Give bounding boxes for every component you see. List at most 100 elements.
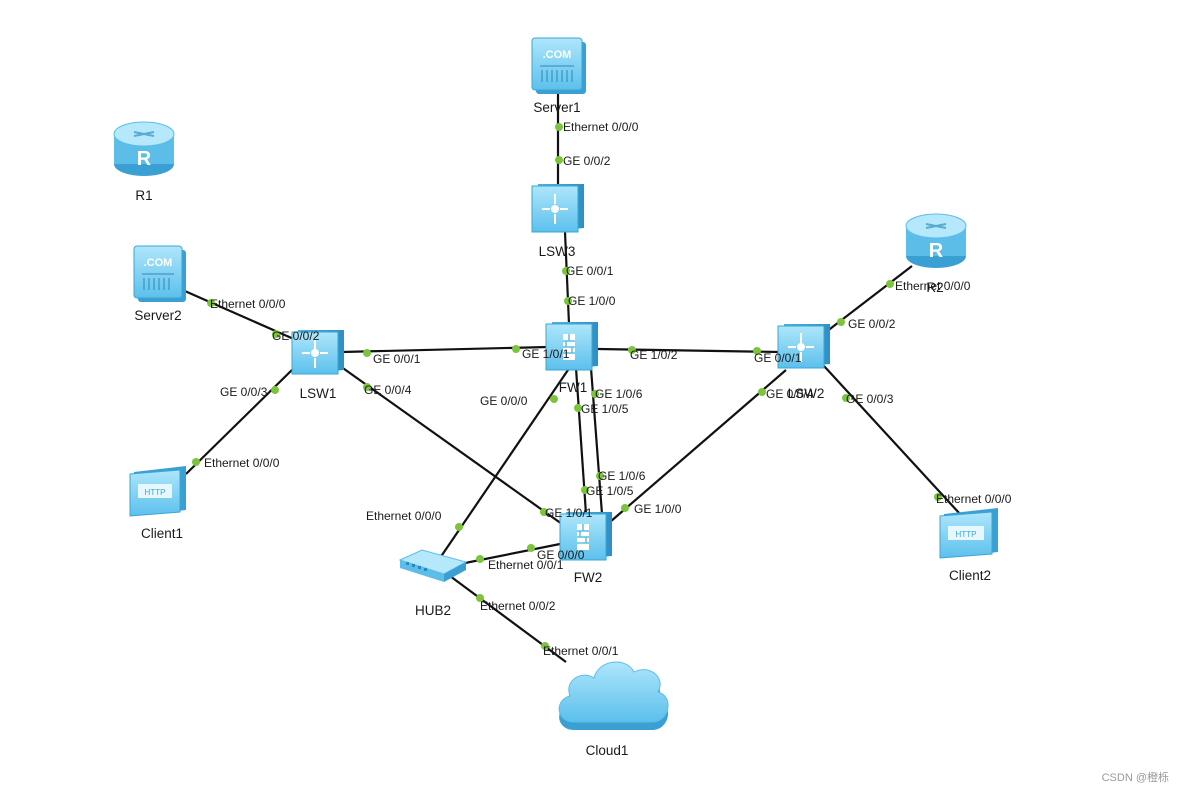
switch-icon[interactable]: [777, 324, 830, 369]
port-label-cloud1-eth: Ethernet 0/0/1: [543, 644, 619, 658]
port-dot: [581, 486, 589, 494]
port-dot: [363, 349, 371, 357]
link-lsw3-fw1[interactable]: [563, 231, 571, 325]
port-dot: [541, 642, 549, 650]
port-dot: [550, 395, 558, 403]
router-icon-text: R: [929, 240, 944, 262]
watermark-text: CSDN @橙栎: [1101, 772, 1169, 784]
link-fw1-lsw2[interactable]: [597, 347, 781, 354]
port-dot: [363, 383, 371, 391]
node-label-lsw1: LSW1: [300, 386, 337, 401]
switch-icon[interactable]: [531, 184, 584, 233]
port-label-lsw2-g003: GE 0/0/3: [846, 392, 894, 406]
port-dot: [758, 388, 766, 396]
port-dot: [591, 390, 599, 398]
node-label-client2: Client2: [949, 568, 991, 583]
port-label-client1-eth: Ethernet 0/0/0: [204, 456, 280, 470]
port-dot: [842, 394, 850, 402]
link-lsw1-client1[interactable]: [185, 365, 297, 475]
links: [177, 92, 961, 663]
port-dot: [562, 267, 570, 275]
port-label-fw2-g100: GE 1/0/0: [634, 502, 682, 516]
client-icon-text: HTTP: [956, 530, 977, 539]
port-label-hub2-eth0: Ethernet 0/0/0: [366, 509, 442, 523]
port-label-lsw3-g001: GE 0/0/1: [566, 264, 614, 278]
port-labels: Ethernet 0/0/0 GE 0/0/2 GE 0/0/1 GE 1/0/…: [204, 120, 1012, 658]
port-dot: [628, 346, 636, 354]
port-label-lsw2-g001: GE 0/0/1: [754, 351, 802, 365]
port-label-fw1-g106: GE 1/0/6: [595, 387, 643, 401]
router-icon[interactable]: R: [113, 121, 175, 176]
node-label-fw2: FW2: [574, 570, 603, 585]
port-label-client2-eth: Ethernet 0/0/0: [936, 492, 1012, 506]
port-label-fw1-g100: GE 1/0/0: [568, 294, 616, 308]
port-label-fw1-g102: GE 1/0/2: [630, 348, 678, 362]
client-icon-text: HTTP: [145, 488, 166, 497]
client-icon[interactable]: HTTP: [939, 508, 998, 559]
port-dot: [753, 347, 761, 355]
port-dot: [527, 544, 535, 552]
port-dot: [455, 523, 463, 531]
port-label-server2-eth: Ethernet 0/0/0: [210, 297, 286, 311]
port-label-lsw1-g004: GE 0/0/4: [364, 383, 412, 397]
port-label-lsw3-g002: GE 0/0/2: [563, 154, 611, 168]
node-label-r2: R2: [926, 280, 943, 295]
port-dot: [272, 330, 280, 338]
port-dot: [886, 280, 894, 288]
port-label-r2-eth: Ethernet 0/0/0: [895, 279, 971, 293]
port-dot: [574, 404, 582, 412]
hub-icon[interactable]: [398, 549, 468, 582]
port-dot: [207, 299, 215, 307]
port-label-fw1-g000: GE 0/0/0: [480, 394, 528, 408]
firewall-icon[interactable]: [559, 512, 612, 561]
port-dot: [621, 504, 629, 512]
link-lsw2-fw2[interactable]: [609, 369, 787, 523]
port-dot: [512, 345, 520, 353]
port-label-lsw1-g001: GE 0/0/1: [373, 352, 421, 366]
port-label-lsw2-g002: GE 0/0/2: [848, 317, 896, 331]
server-icon[interactable]: .COM: [531, 37, 586, 94]
port-label-hub2-eth2: Ethernet 0/0/2: [480, 599, 556, 613]
port-dot: [476, 594, 484, 602]
client-icon[interactable]: HTTP: [129, 466, 186, 517]
node-label-hub2: HUB2: [415, 603, 451, 618]
port-dot: [837, 318, 845, 326]
port-label-lsw2-g004: GE 0/0/4: [766, 387, 814, 401]
node-label-cloud1: Cloud1: [586, 743, 629, 758]
port-dot: [476, 555, 484, 563]
server-icon-text: .COM: [543, 49, 572, 61]
port-dot: [555, 123, 563, 131]
node-label-lsw2: LSW2: [788, 386, 825, 401]
port-label-fw2-g106: GE 1/0/6: [598, 469, 646, 483]
port-dot: [192, 458, 200, 466]
port-label-fw2-g000: GE 0/0/0: [537, 548, 585, 562]
node-label-lsw3: LSW3: [539, 244, 576, 259]
switch-icon[interactable]: [291, 330, 344, 375]
port-label-fw1-g105: GE 1/0/5: [581, 402, 629, 416]
firewall-icon[interactable]: [545, 322, 598, 371]
link-lsw1-fw2[interactable]: [339, 365, 563, 525]
port-label-server1-eth: Ethernet 0/0/0: [563, 120, 639, 134]
node-label-server1: Server1: [533, 100, 580, 115]
port-label-lsw1-g002: GE 0/0/2: [272, 329, 320, 343]
port-dot: [555, 156, 563, 164]
port-dots: [192, 123, 942, 650]
node-label-fw1: FW1: [559, 380, 588, 395]
router-icon[interactable]: R: [905, 213, 967, 268]
node-label-r1: R1: [135, 188, 152, 203]
node-label-client1: Client1: [141, 526, 183, 541]
port-dot: [564, 297, 572, 305]
port-label-lsw1-g003: GE 0/0/3: [220, 385, 268, 399]
server-icon[interactable]: .COM: [133, 245, 186, 302]
port-label-fw1-g101: GE 1/0/1: [522, 347, 570, 361]
port-label-fw2-g101: GE 1/0/1: [545, 506, 593, 520]
port-label-fw2-g105: GE 1/0/5: [586, 484, 634, 498]
port-dot: [934, 493, 942, 501]
port-label-hub2-eth1: Ethernet 0/0/1: [488, 558, 564, 572]
router-icon-text: R: [137, 148, 152, 170]
cloud-icon[interactable]: [558, 661, 669, 730]
link-lsw2-client2[interactable]: [823, 365, 961, 515]
node-label-server2: Server2: [134, 308, 181, 323]
port-dot: [540, 508, 548, 516]
